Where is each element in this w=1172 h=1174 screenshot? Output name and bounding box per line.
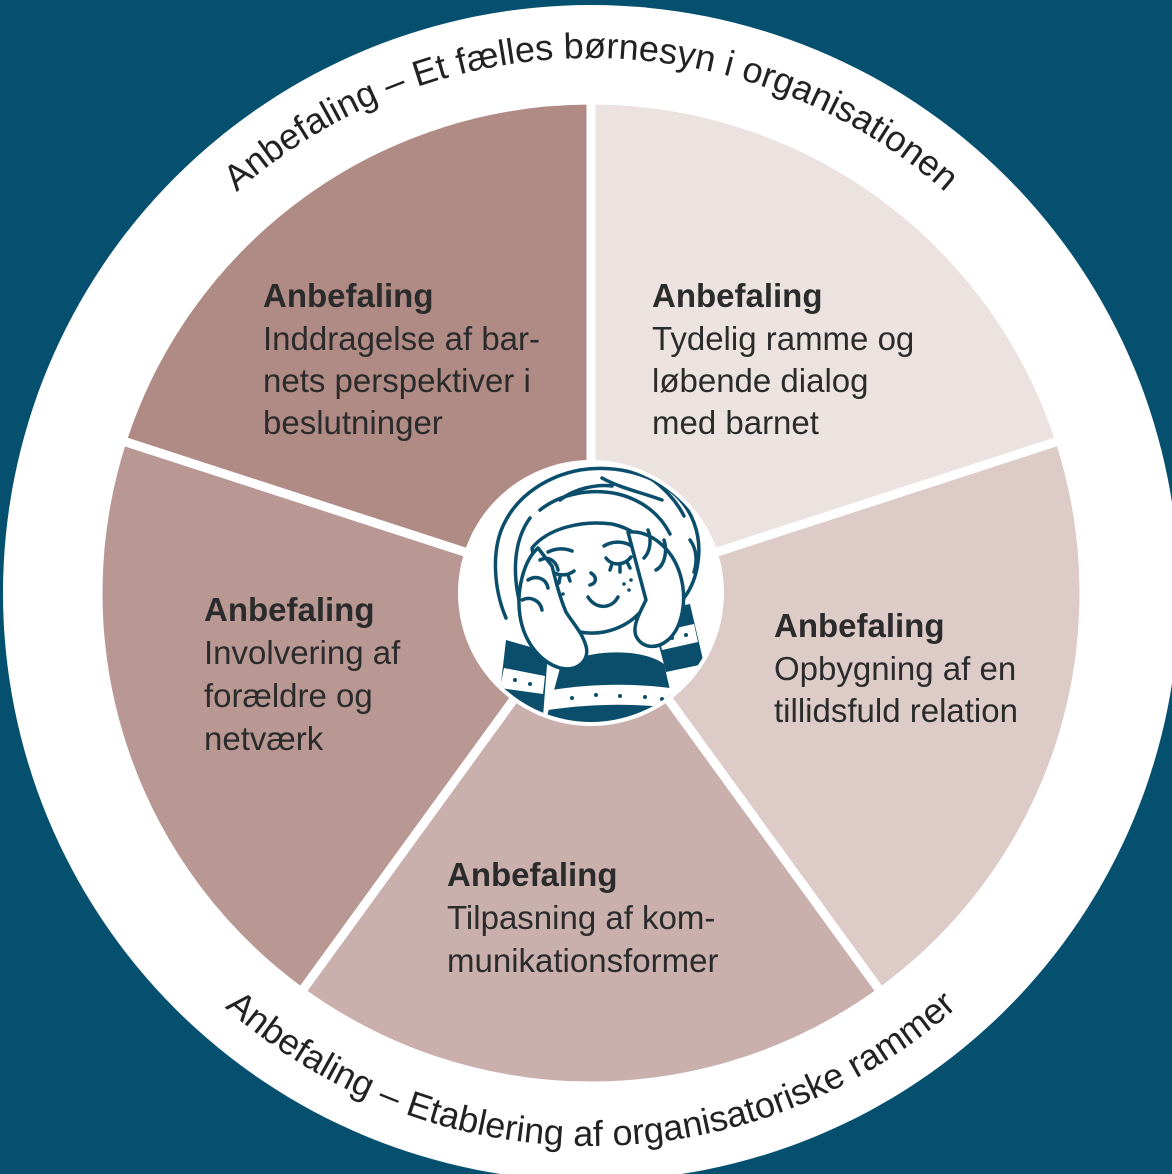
segment-label-top-right: Anbefaling Tydelig ramme og løbende dial… [652,277,914,441]
segment-label-bottom: Anbefaling Tilpasning af kom- munikation… [447,856,718,979]
segment-heading: Anbefaling [447,856,618,893]
segment-line: Opbygning af en [774,650,1016,687]
segment-line: tillidsfuld relation [774,692,1018,729]
segment-line: Tilpasning af kom- [447,899,715,936]
segment-line: forældre og [204,677,373,714]
segment-line: beslutninger [263,404,443,441]
segment-label-top-left: Anbefaling Inddragelse af bar- nets pers… [263,277,540,441]
segment-heading: Anbefaling [204,591,375,628]
segment-line: med barnet [652,404,819,441]
segment-line: netværk [204,720,324,757]
segment-heading: Anbefaling [652,277,823,314]
segment-line: munikationsformer [447,942,718,979]
segment-heading: Anbefaling [263,277,434,314]
segment-label-right: Anbefaling Opbygning af en tillidsfuld r… [774,607,1018,729]
segment-heading: Anbefaling [774,607,945,644]
segment-top-right [586,95,1066,600]
segment-top-left [116,95,596,600]
segment-line: Involvering af [204,634,401,671]
segment-line: Tydelig ramme og [652,320,914,357]
segment-line: nets perspektiver i [263,362,531,399]
segment-label-left: Anbefaling Involvering af forældre og ne… [204,591,401,757]
segment-bottom [294,585,888,1091]
segment-line: løbende dialog [652,362,869,399]
segment-line: Inddragelse af bar- [263,320,540,357]
